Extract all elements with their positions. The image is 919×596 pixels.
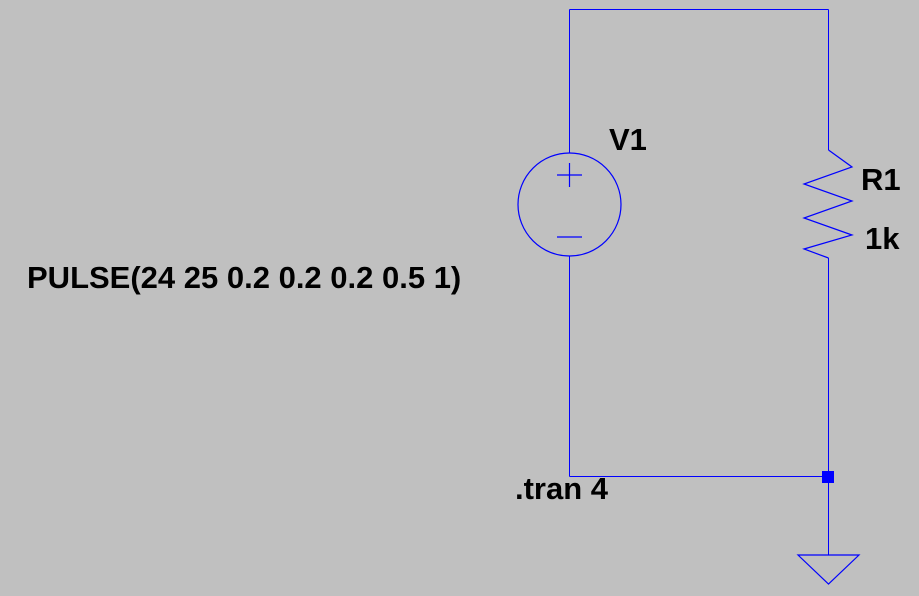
source-circle	[517, 152, 622, 257]
junction-dot[interactable]	[822, 471, 834, 483]
resistor-zigzag	[802, 149, 854, 259]
resistor-r1[interactable]	[802, 149, 854, 259]
voltage-source-v1[interactable]	[517, 152, 622, 257]
source-value-label[interactable]: PULSE(24 25 0.2 0.2 0.2 0.5 1)	[27, 260, 462, 295]
resistor-value-label[interactable]: 1k	[865, 221, 900, 256]
resistor-name-label[interactable]: R1	[861, 162, 901, 197]
wires	[569, 9, 829, 555]
ground-symbol[interactable]	[796, 554, 861, 585]
spice-directive-label[interactable]: .tran 4	[515, 471, 609, 506]
source-name-label[interactable]: V1	[609, 122, 647, 157]
